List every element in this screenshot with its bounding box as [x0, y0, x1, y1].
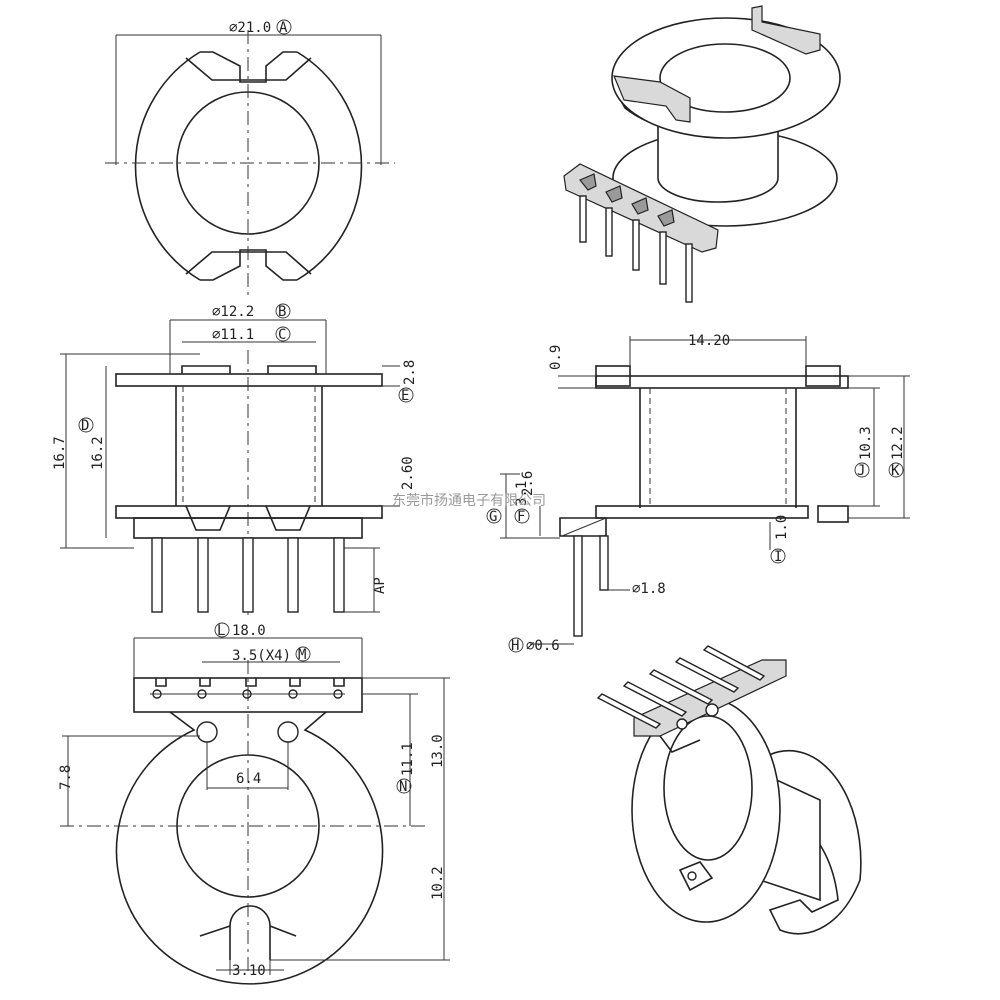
dim-d-letter: D [81, 418, 89, 434]
top-view: ⌀21.0 A [105, 19, 395, 300]
dim-10-2: 10.2 [430, 866, 446, 900]
dim-g-letter: G [489, 509, 497, 525]
dim-l-value: 18.0 [232, 623, 266, 639]
iso-view-bottom [596, 645, 862, 935]
dim-d-1-8: ⌀1.8 [632, 581, 666, 597]
dim-l-letter: L [217, 623, 225, 639]
dim-0-9: 0.9 [548, 345, 564, 370]
front-view: ⌀12.2 B ⌀11.1 C 16.7 16.2 D 2.8 E 2.60 A… [52, 303, 418, 620]
dim-j-value: 10.3 [858, 426, 874, 460]
dim-height-16-2: 16.2 [90, 436, 106, 470]
dim-e-value: 2.8 [402, 360, 418, 385]
dim-6-4: 6.4 [236, 771, 261, 787]
dim-b-letter: B [278, 304, 286, 320]
dim-13-0: 13.0 [430, 734, 446, 768]
bottom-view: L 18.0 3.5(X4) M 7.8 6.4 11.1 N 13.0 10.… [58, 622, 450, 985]
dim-14-20: 14.20 [688, 333, 730, 349]
dim-ap: AP [372, 577, 388, 594]
iso-view-top [563, 5, 841, 303]
top-view-top-slot [185, 51, 312, 83]
iso-bottom-pin-header [633, 659, 787, 737]
dim-i-letter: I [774, 549, 782, 565]
dim-k-letter: K [891, 463, 900, 479]
dim-a-letter: A [279, 20, 288, 36]
dim-e-letter: E [401, 388, 409, 404]
side-view: 14.20 0.9 10.3 J 12.2 K 3.1 G 2.6 F 1.0 … [486, 333, 910, 654]
top-view-bottom-slot [185, 249, 312, 281]
dim-i-value: 1.0 [774, 515, 790, 540]
dim-h-value: ⌀0.6 [526, 638, 560, 654]
dim-a-value: ⌀21.0 [229, 20, 271, 36]
top-view-outer-flange [134, 51, 363, 281]
dim-j-letter: J [857, 463, 865, 479]
dim-2-60: 2.60 [400, 456, 416, 490]
dim-n-value: 11.1 [400, 742, 416, 776]
dim-g-value: 3.1 [514, 481, 530, 506]
dim-h-letter: H [511, 638, 519, 654]
dim-f-letter: F [517, 509, 525, 525]
dim-c-value: ⌀11.1 [212, 327, 254, 343]
dim-n-letter: N [399, 779, 407, 795]
dim-b-value: ⌀12.2 [212, 304, 254, 320]
dim-m-value: 3.5(X4) [232, 648, 291, 664]
dim-c-letter: C [278, 327, 286, 343]
dim-m-letter: M [298, 647, 306, 663]
dim-height-16-7: 16.7 [52, 436, 68, 470]
dim-f-value: 2.6 [520, 471, 536, 496]
dim-7-8: 7.8 [58, 765, 74, 790]
dim-3-10: 3.10 [232, 963, 266, 979]
watermark-text: 东莞市扬通电子有限公司 [392, 492, 546, 509]
dim-k-value: 12.2 [890, 426, 906, 460]
